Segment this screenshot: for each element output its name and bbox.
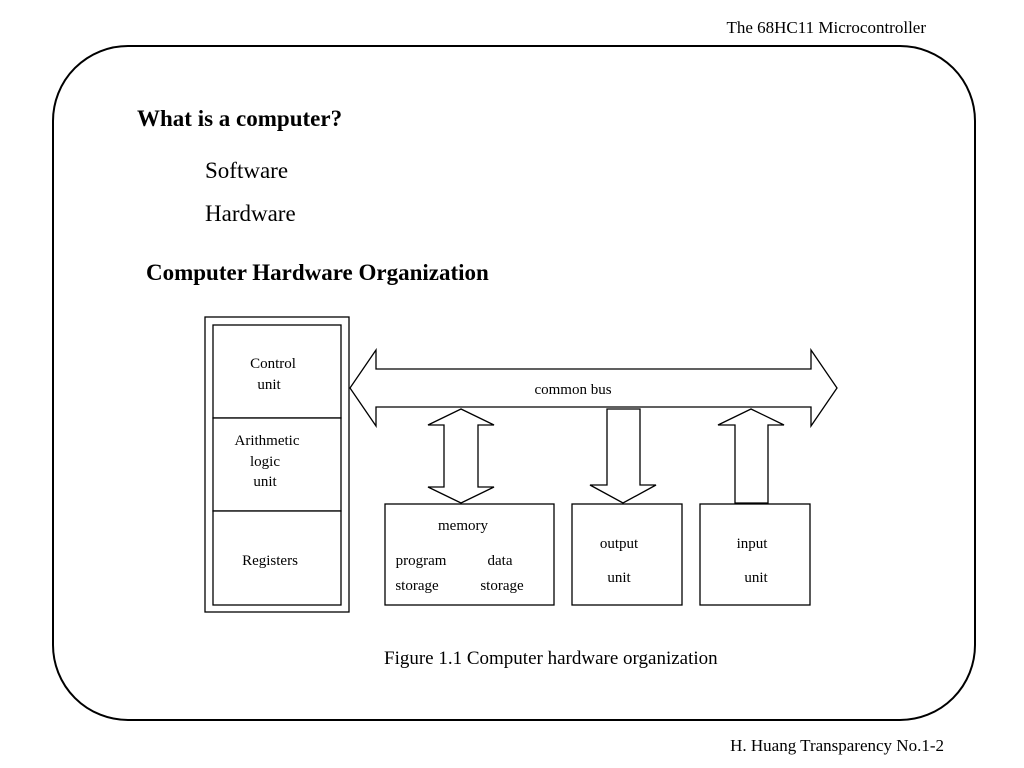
question-heading: What is a computer? <box>137 106 343 131</box>
bullet-software: Software <box>205 158 289 183</box>
footer-credit: H. Huang Transparency No.1-2 <box>730 736 944 755</box>
slide-frame <box>52 45 976 721</box>
bullet-hardware: Hardware <box>205 201 296 226</box>
figure-caption: Figure 1.1 Computer hardware organizatio… <box>384 648 718 669</box>
header-title: The 68HC11 Microcontroller <box>726 18 926 37</box>
section-heading: Computer Hardware Organization <box>146 260 489 285</box>
